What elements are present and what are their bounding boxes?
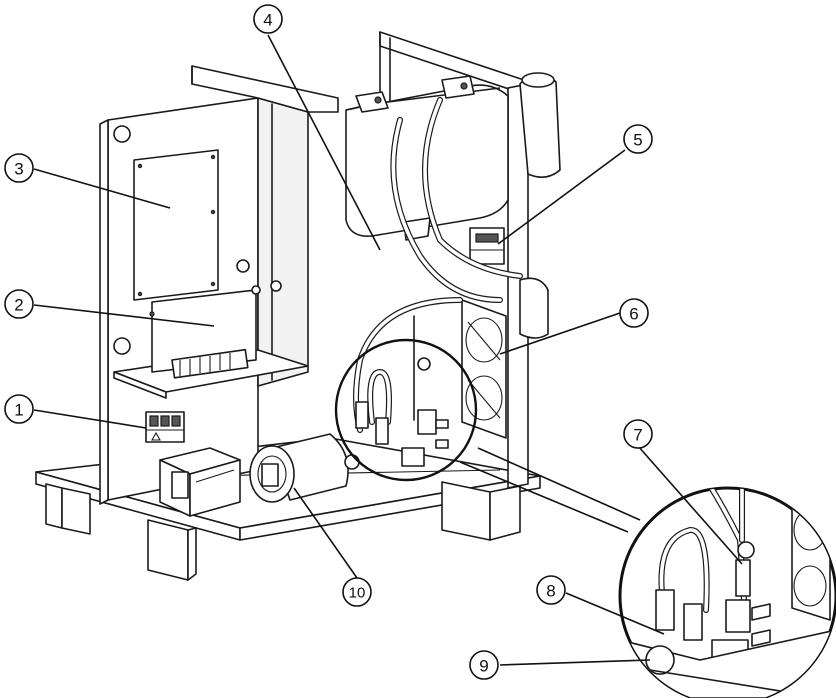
enlarged-detail xyxy=(618,486,836,698)
circuit-board-upper xyxy=(133,149,219,301)
callout-1-label: 1 xyxy=(14,401,23,420)
callout-9-label: 9 xyxy=(479,657,488,676)
left-panel xyxy=(99,65,339,505)
detail-zone-circle xyxy=(334,315,478,482)
leader-lines xyxy=(33,34,743,666)
callout-2: 2 xyxy=(4,289,34,319)
callout-6-label: 6 xyxy=(629,305,638,324)
heat-exchanger xyxy=(461,277,549,439)
callout-4: 4 xyxy=(253,4,283,34)
right-frame xyxy=(379,31,531,489)
terminal-block xyxy=(145,411,185,443)
callout-10-label: 10 xyxy=(349,585,366,602)
detail-connector-bottom xyxy=(459,461,629,533)
pump-motor xyxy=(249,433,360,503)
callout-4-label: 4 xyxy=(263,11,272,30)
detail-connector-top xyxy=(477,447,641,521)
callout-7: 7 xyxy=(623,419,653,449)
callout-7-label: 7 xyxy=(633,426,642,445)
relay xyxy=(469,227,505,265)
callout-3: 3 xyxy=(4,153,34,183)
transformer xyxy=(159,447,241,517)
callout-3-label: 3 xyxy=(14,160,23,179)
callout-10: 10 xyxy=(342,577,372,607)
callout-8-label: 8 xyxy=(546,582,555,601)
callout-9: 9 xyxy=(469,650,499,680)
callout-8: 8 xyxy=(536,575,566,605)
callout-1: 1 xyxy=(4,394,34,424)
callout-5: 5 xyxy=(623,124,653,154)
callout-2-label: 2 xyxy=(14,296,23,315)
callout-6: 6 xyxy=(619,298,649,328)
callout-5-label: 5 xyxy=(633,131,642,150)
